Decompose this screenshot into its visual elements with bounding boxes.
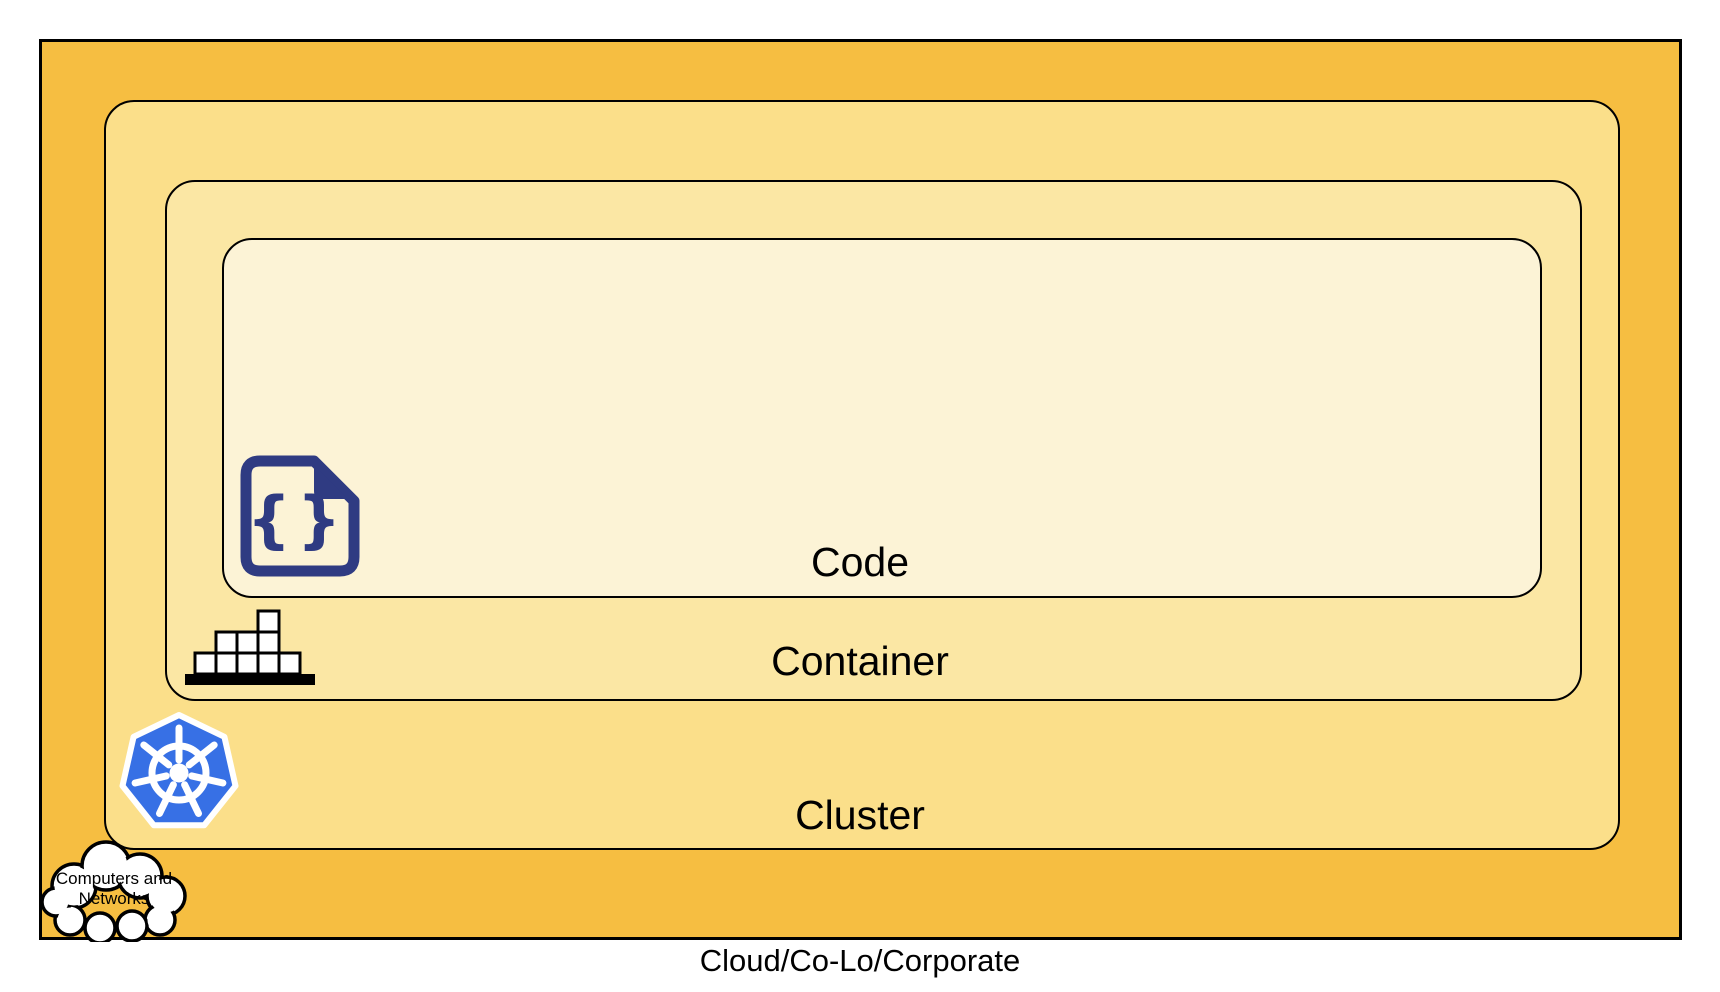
datacenter-layer-box [39, 39, 1682, 940]
code-layer-label: Code [810, 539, 909, 585]
code-file-fold [314, 465, 348, 499]
container-blocks-squares [193, 609, 302, 676]
code-file-braces: {} [247, 483, 347, 556]
kubernetes-wheel-hub [169, 763, 189, 783]
container-blocks-icon [185, 609, 315, 685]
code-layer-box [222, 238, 1542, 598]
container-layer-box [165, 180, 1582, 701]
cloud-callout-label: Computers and Networks [40, 869, 188, 908]
cloud-icon [40, 840, 187, 942]
datacenter-label-line1: Cloud/Co-Lo/Corporate [699, 943, 1021, 978]
container-blocks-base [185, 674, 315, 685]
cluster-layer-box [104, 100, 1620, 850]
cloud-callout-line2: Networks [78, 888, 150, 908]
cloud-fill-mask [44, 844, 183, 941]
code-file-outline [240, 455, 360, 577]
kubernetes-helm-wheel [131, 724, 227, 817]
kubernetes-icon [119, 712, 239, 829]
cluster-layer-label: Cluster [795, 792, 925, 838]
datacenter-layer-label: Cloud/Co-Lo/Corporate Datacenter [0, 868, 1720, 992]
container-layer-label: Container [771, 638, 949, 684]
code-file-icon: {} [240, 455, 360, 577]
cloud-callout-line1: Computers and [55, 869, 173, 888]
